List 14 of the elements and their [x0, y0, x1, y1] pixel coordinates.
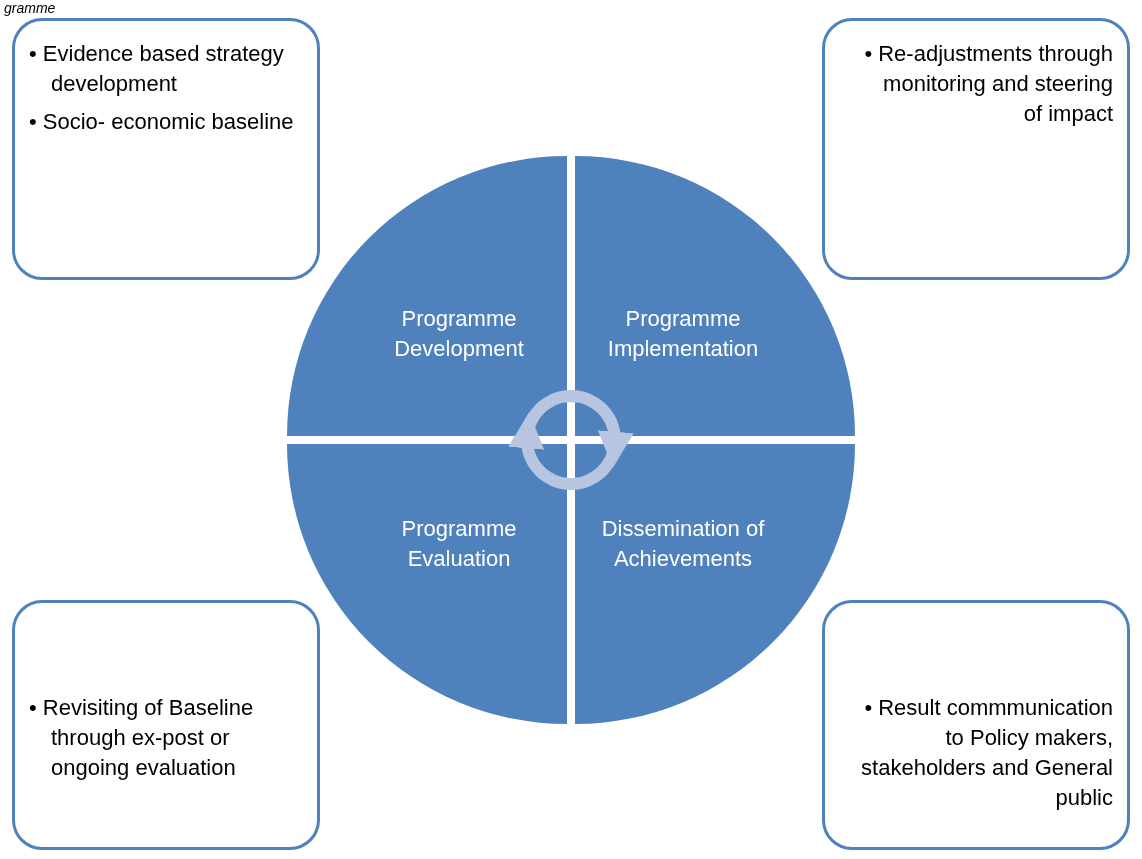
bullet-text: • Revisiting of Baseline through ex-post or ongoing evaluation	[29, 694, 255, 782]
caption-fragment: gramme	[4, 0, 56, 16]
stage-title: Programme Implementation	[606, 305, 760, 363]
bullet-text: • Re-adjustments through monitoring and steering of impact	[863, 40, 1113, 128]
bullet-text: • Evidence based strategy development	[29, 40, 285, 98]
note-card	[12, 18, 320, 280]
bullet-text: • Socio- economic baseline	[29, 108, 295, 136]
stage-title: Programme Evaluation	[400, 515, 518, 573]
stage-title: Programme Development	[393, 305, 525, 363]
stage-title: Dissemination of Achievements	[600, 515, 766, 573]
bullet-text: • Result commmunication to Policy makers, stakeholders and General public	[860, 694, 1113, 812]
note-card	[822, 18, 1130, 280]
note-card	[822, 600, 1130, 850]
note-card	[12, 600, 320, 850]
